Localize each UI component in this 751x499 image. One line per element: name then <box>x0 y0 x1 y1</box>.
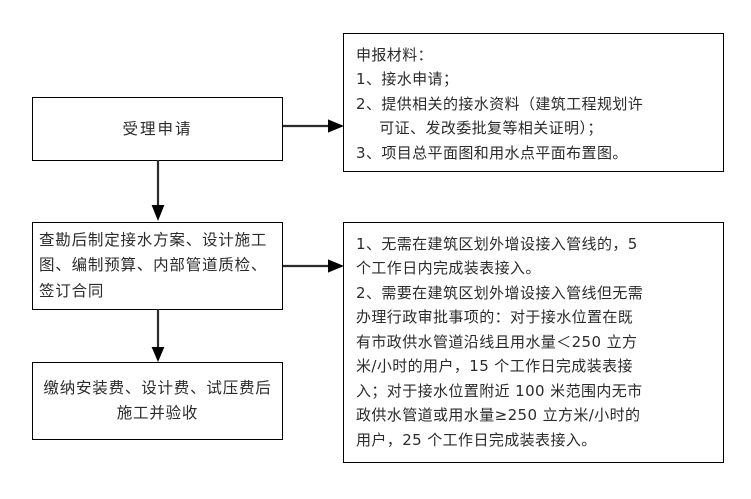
materials-heading: 申报材料： <box>356 46 434 64</box>
arrow-accept-to-materials-icon <box>283 117 345 135</box>
timeline-item-2-line-1: 2、需要在建筑区划外增设接入管线但无需 <box>356 283 644 302</box>
timeline-item-1-line-1: 1、无需在建筑区划外增设接入管线的，5 <box>356 235 638 253</box>
process-box-plan-design[interactable]: 查勘后制定接水方案、设计施工图、编制预算、内部管道质检、签订合同 <box>32 222 283 310</box>
note-panel-application-materials: 申报材料： 1、接水申请； 2、提供相关的接水资料（建筑工程规划许 可证、发改委… <box>343 33 724 172</box>
process-box-accept-application[interactable]: 受理申请 <box>32 97 283 161</box>
process-box-accept-application-label: 受理申请 <box>122 119 193 138</box>
process-box-payment-construction-label: 缴纳安装费、设计费、试压费后施工并验收 <box>43 378 272 422</box>
timeline-item-2-line-3: 有市政供水管道沿线且用水量＜250 立方 <box>356 332 638 351</box>
arrow-plan-to-pay-icon <box>148 309 168 363</box>
process-box-plan-design-label: 查勘后制定接水方案、设计施工图、编制预算、内部管道质检、签订合同 <box>39 231 268 300</box>
note-panel-processing-timeline: 1、无需在建筑区划外增设接入管线的，5 个工作日内完成装表接入。 2、需要在建筑… <box>343 222 724 463</box>
materials-item-2: 2、提供相关的接水资料（建筑工程规划许 <box>356 94 644 113</box>
materials-item-3: 3、项目总平面图和用水点平面布置图。 <box>356 143 628 162</box>
timeline-item-2-line-7: 用户，25 个工作日完成装表接入。 <box>356 430 597 449</box>
materials-item-2-cont: 可证、发改委批复等相关证明）； <box>379 119 603 138</box>
timeline-item-2-line-5: 入；对于接水位置附近 100 米范围内无市 <box>356 381 643 400</box>
materials-item-1: 1、接水申请； <box>356 70 459 89</box>
arrow-accept-to-plan-icon <box>148 160 168 222</box>
timeline-item-2-line-2: 办理行政审批事项的：对于接水位置在既 <box>356 308 634 327</box>
timeline-item-2-line-4: 米/小时的用户，15 个工作日完成装表接 <box>356 357 633 376</box>
process-box-payment-construction[interactable]: 缴纳安装费、设计费、试压费后施工并验收 <box>32 362 283 440</box>
timeline-item-1-line-2: 个工作日内完成装表接入。 <box>356 259 541 278</box>
timeline-item-2-line-6: 政供水管道或用水量≥250 立方米/小时的 <box>356 406 641 425</box>
arrow-plan-to-timeline-icon <box>283 257 345 275</box>
